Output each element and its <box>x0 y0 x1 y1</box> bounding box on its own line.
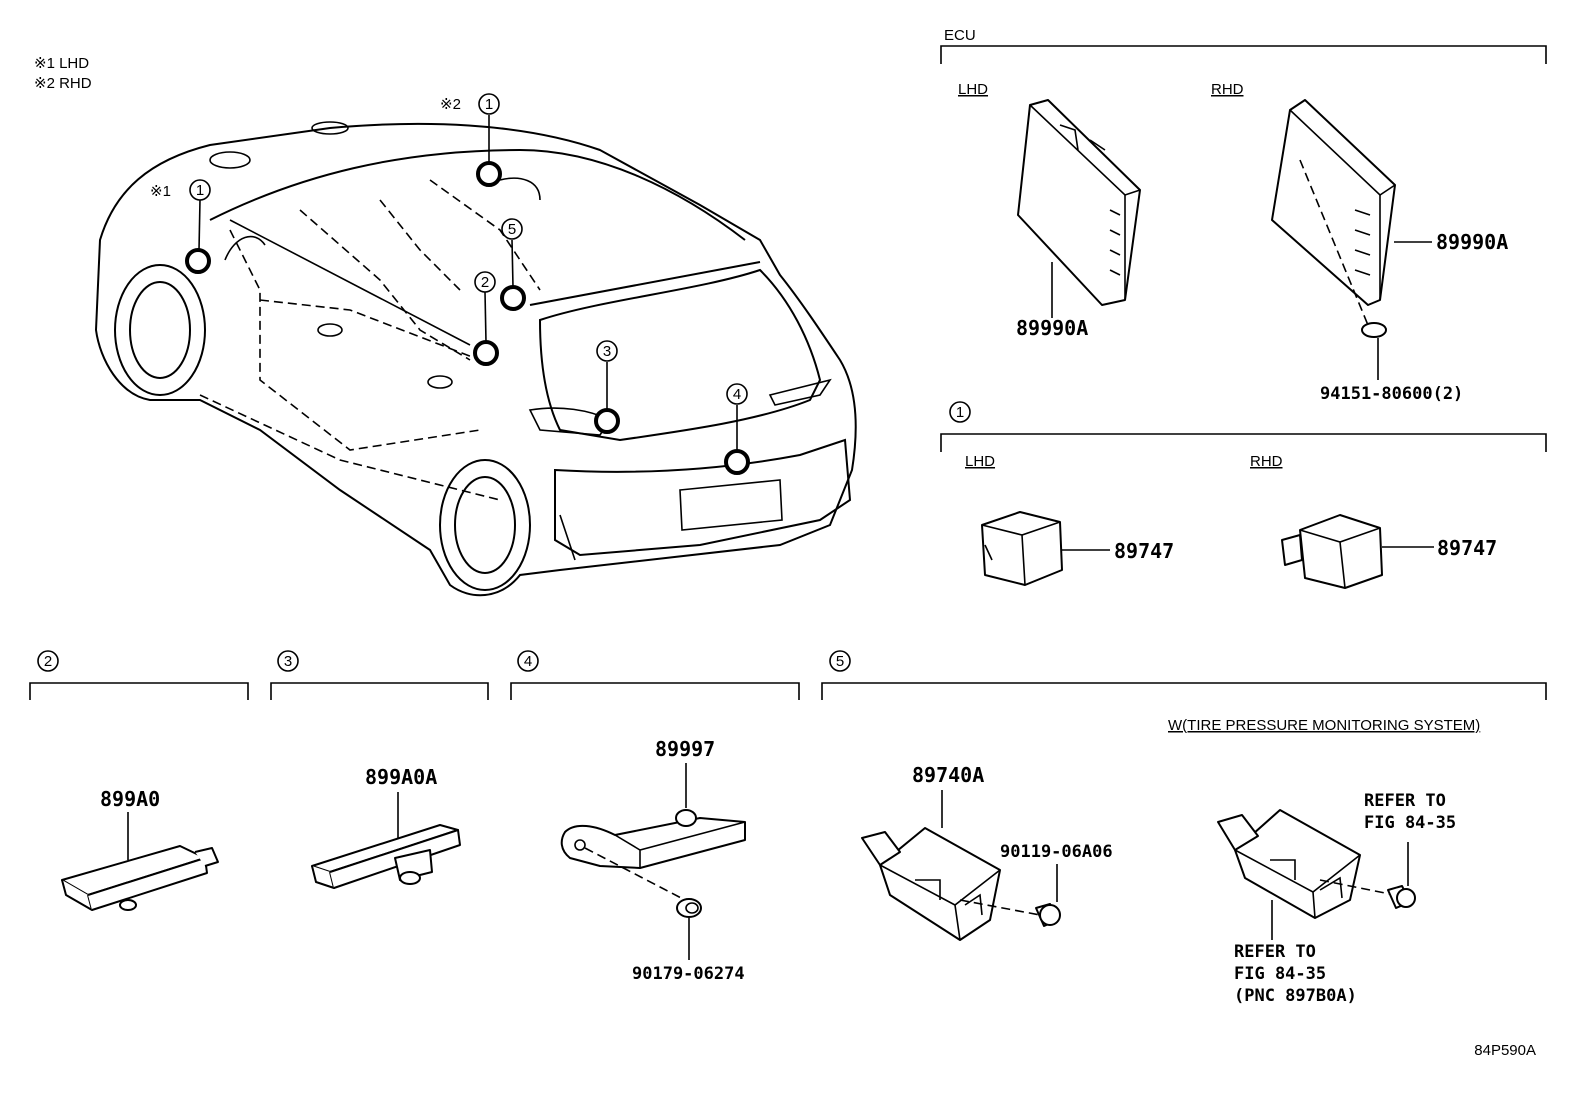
section-5-refer-bottom-line1: REFER TO <box>1234 942 1316 962</box>
ecu-rhd-label: RHD <box>1211 81 1244 98</box>
callout-1-lhd: 1 <box>196 182 204 199</box>
section-5: 5 89740A 90119-06A06 W(TIRE PRESSURE MON… <box>821 650 1547 1006</box>
section-1-lhd-part-number: 89747 <box>1114 539 1174 563</box>
locator-dot-1-lhd <box>185 248 211 274</box>
ecu-rhd-screw-number: 94151-80600(2) <box>1320 384 1463 404</box>
locator-dot-3 <box>594 408 620 434</box>
section-4: 4 89997 90179-06274 <box>510 650 800 984</box>
section-3-antenna <box>311 824 461 889</box>
locator-dot-1-rhd <box>476 161 502 187</box>
section-1-lhd-label: LHD <box>965 453 995 470</box>
section-ecu: ECU LHD RHD 89990A 89990A 94151-80600(2) <box>940 27 1547 404</box>
callout-ref-1: ※1 <box>150 183 171 200</box>
section-5-refer-bottom-line2: FIG 84-35 <box>1234 964 1326 984</box>
ecu-title: ECU <box>944 27 976 44</box>
section-5-module <box>861 827 1001 941</box>
section-1-number: 1 <box>956 404 964 421</box>
vehicle-illustration: 1 ※1 1 ※2 2 3 4 5 <box>94 93 857 597</box>
section-3: 3 899A0A <box>270 650 489 889</box>
callout-1-rhd: 1 <box>485 96 493 113</box>
section-4-number: 4 <box>524 653 532 670</box>
section-2-number: 2 <box>44 653 52 670</box>
ecu-lhd-label: LHD <box>958 81 988 98</box>
section-1-rhd-part-number: 89747 <box>1437 536 1497 560</box>
section-5-option-label: W(TIRE PRESSURE MONITORING SYSTEM) <box>1168 717 1480 734</box>
section-4-part-number: 89997 <box>655 737 715 761</box>
section-1: 1 LHD RHD 89747 89747 <box>940 401 1547 589</box>
ecu-rhd-part-number: 89990A <box>1436 230 1508 254</box>
section-5-refer-top-line2: FIG 84-35 <box>1364 813 1456 833</box>
section-2-antenna <box>61 845 219 911</box>
section-1-rhd-module <box>1281 514 1383 589</box>
section-1-rhd-label: RHD <box>1250 453 1283 470</box>
figure-id: 84P590A <box>1474 1042 1536 1059</box>
section-2-part-number: 899A0 <box>100 787 160 811</box>
section-5-tpms-module <box>1217 809 1361 919</box>
section-5-part-number: 89740A <box>912 763 984 787</box>
section-4-clip <box>676 898 702 918</box>
locator-dot-4 <box>724 449 750 475</box>
locator-dot-5 <box>500 285 526 311</box>
callout-2: 2 <box>481 274 489 291</box>
callout-3: 3 <box>603 343 611 360</box>
section-5-refer-bottom-line3: (PNC 897B0A) <box>1234 986 1357 1006</box>
section-5-number: 5 <box>836 653 844 670</box>
section-4-sensor <box>560 809 746 869</box>
section-2: 2 899A0 <box>29 650 249 911</box>
ecu-lhd-unit <box>1017 99 1141 306</box>
callout-4: 4 <box>733 386 741 403</box>
section-5-bolt-number: 90119-06A06 <box>1000 842 1113 862</box>
section-5-bolt <box>1035 903 1061 927</box>
section-4-clip-number: 90179-06274 <box>632 964 745 984</box>
section-3-part-number: 899A0A <box>365 765 437 789</box>
locator-dot-2 <box>473 340 499 366</box>
legend-rhd: ※2 RHD <box>34 75 92 92</box>
legend-lhd: ※1 LHD <box>34 55 89 72</box>
ecu-rhd-unit <box>1271 99 1396 338</box>
callout-5: 5 <box>508 221 516 238</box>
callout-ref-2: ※2 <box>440 96 461 113</box>
section-3-number: 3 <box>284 653 292 670</box>
section-5-refer-top-line1: REFER TO <box>1364 791 1446 811</box>
section-1-lhd-module <box>981 511 1063 586</box>
section-5-tpms-bolt <box>1387 885 1416 909</box>
ecu-lhd-part-number: 89990A <box>1016 316 1088 340</box>
